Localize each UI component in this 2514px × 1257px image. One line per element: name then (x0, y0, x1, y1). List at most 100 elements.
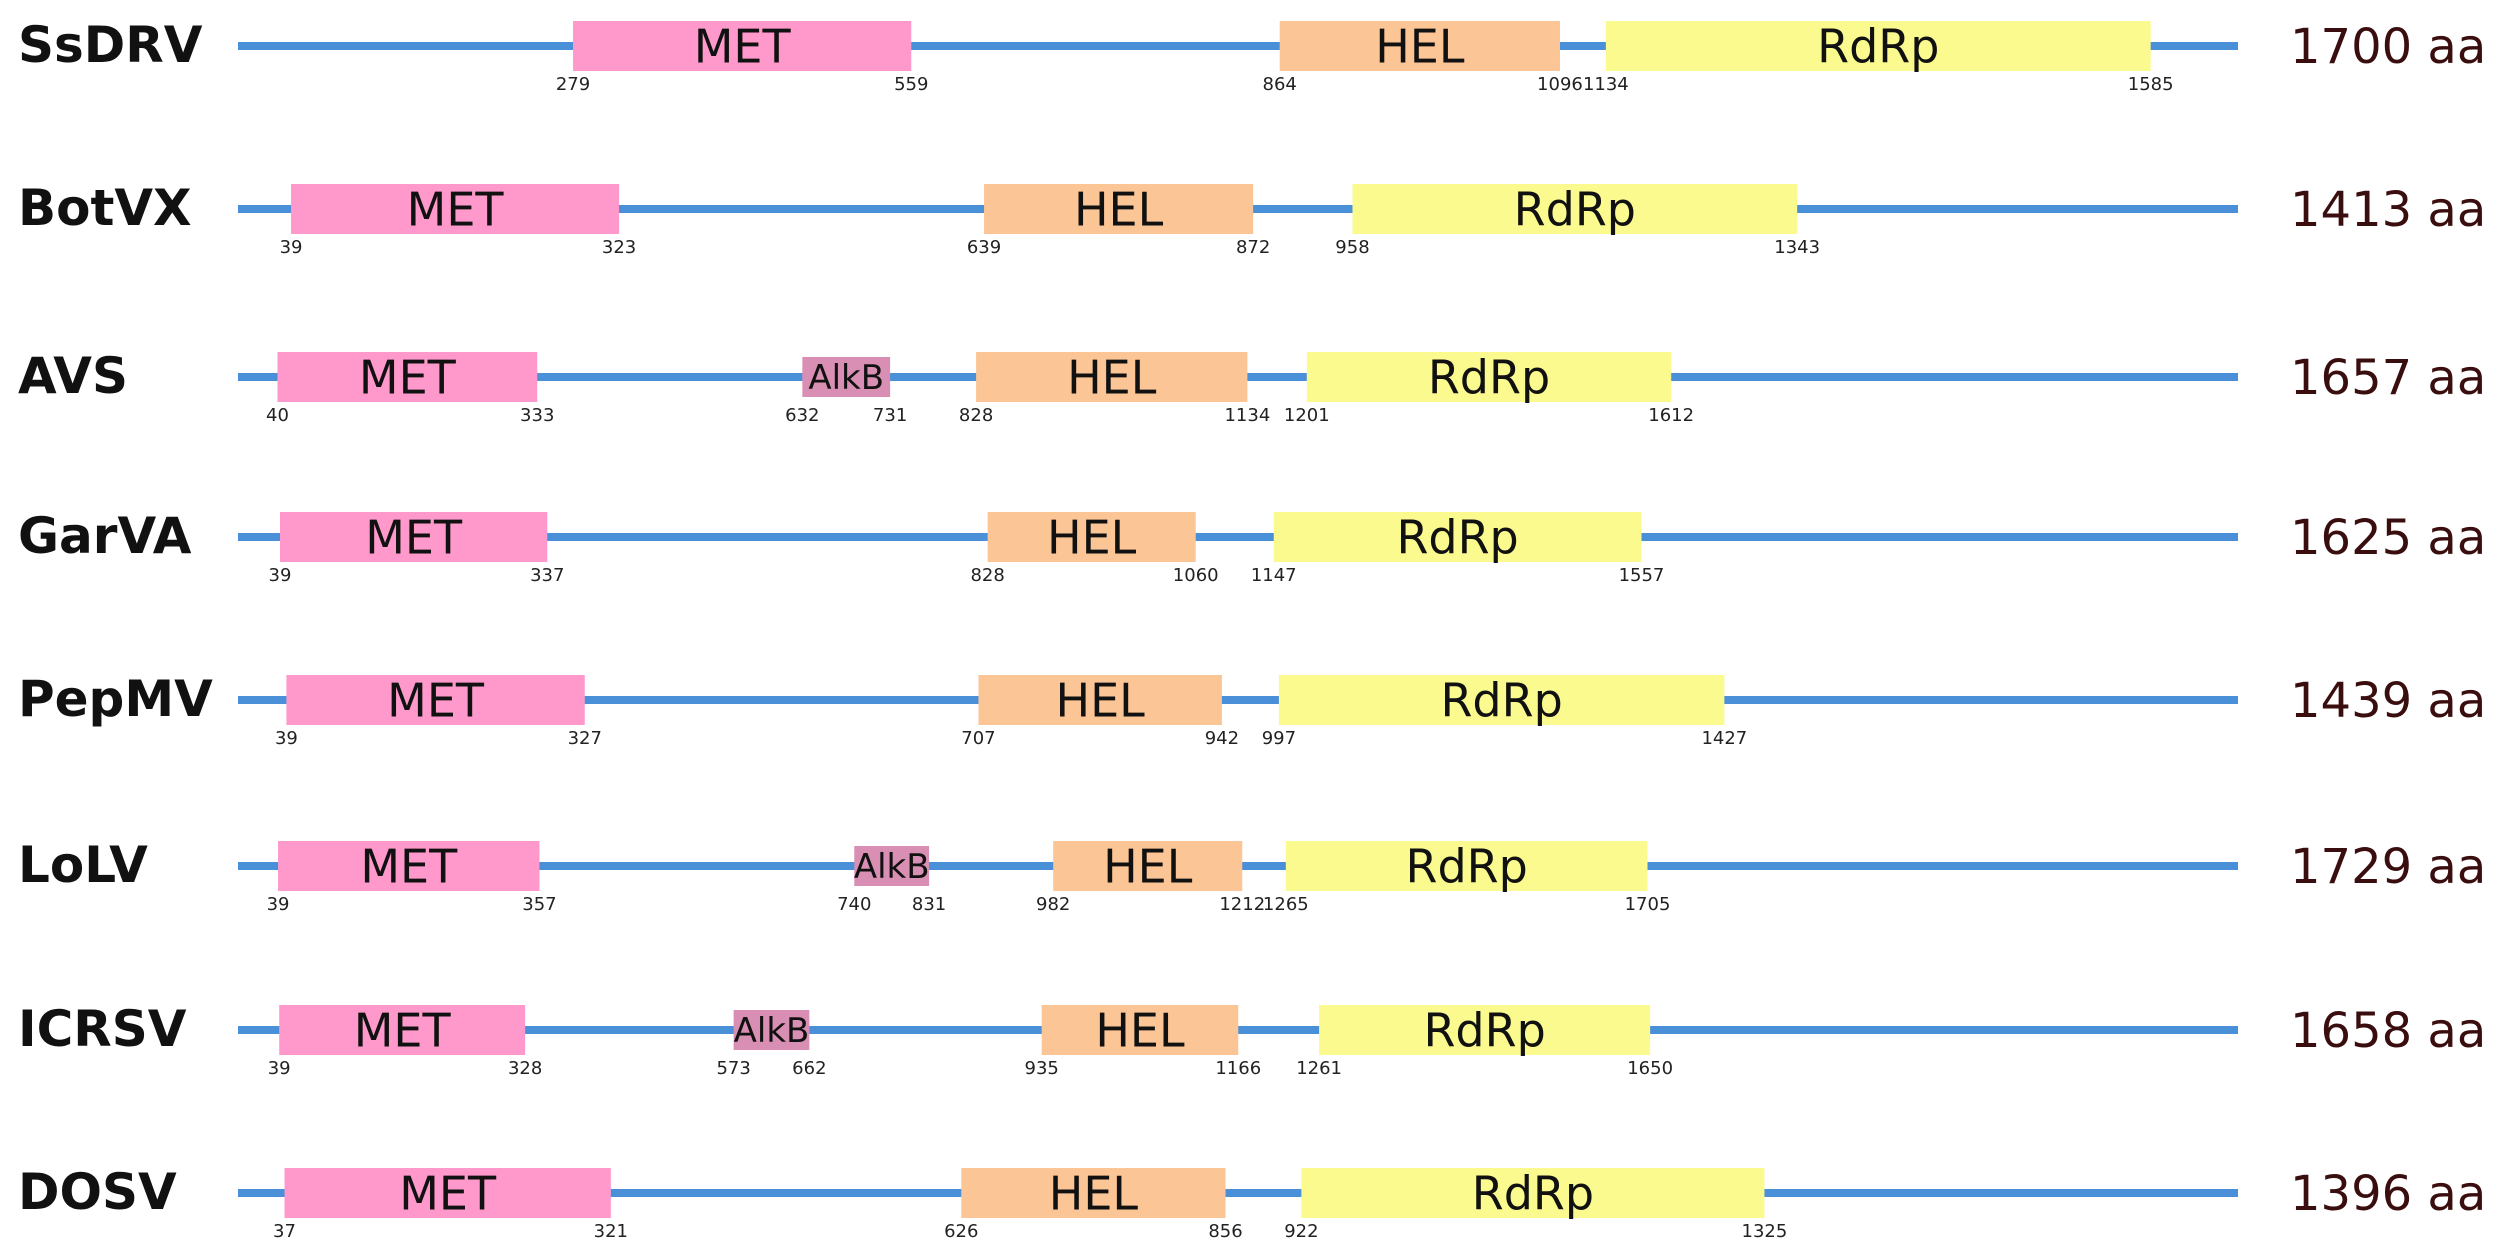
domain-label-rdrp: RdRp (1514, 183, 1636, 237)
domain-label-met: MET (387, 674, 485, 728)
domain-start-position: 828 (959, 405, 993, 426)
domain-box-met (291, 184, 620, 234)
domain-box-hel (1041, 1005, 1239, 1055)
domain-start-position: 1134 (1583, 74, 1629, 95)
domain-start-position: 828 (970, 565, 1004, 586)
domain-start-position: 740 (837, 894, 871, 915)
domain-box-rdrp (1285, 841, 1648, 891)
protein-name: ICRSV (18, 1000, 187, 1058)
domain-box-rdrp (1301, 1168, 1765, 1218)
domain-end-position: 1166 (1215, 1058, 1261, 1079)
domain-start-position: 39 (268, 1058, 291, 1079)
domain-box-rdrp (1278, 675, 1725, 725)
domain-label-met: MET (407, 183, 505, 237)
domain-box-hel (1053, 841, 1243, 891)
protein-name: BotVX (18, 179, 192, 237)
domain-start-position: 639 (967, 237, 1001, 258)
domain-label-met: MET (354, 1004, 452, 1058)
domain-end-position: 327 (568, 728, 602, 749)
domain-start-position: 39 (269, 565, 292, 586)
protein-length-label: 1658 aa (2290, 1003, 2486, 1059)
domain-end-position: 1212 (1219, 894, 1265, 915)
protein-name: SsDRV (18, 16, 203, 74)
domain-label-met: MET (399, 1167, 497, 1221)
domain-start-position: 1201 (1284, 405, 1330, 426)
domain-end-position: 559 (894, 74, 928, 95)
protein-length-label: 1625 aa (2290, 510, 2486, 566)
domain-label-rdrp: RdRp (1440, 674, 1562, 728)
domain-label-met: MET (359, 351, 457, 405)
domain-start-position: 573 (716, 1058, 750, 1079)
domain-label-hel: HEL (1067, 351, 1157, 405)
protein-name: GarVA (18, 507, 192, 565)
domain-label-hel: HEL (1103, 840, 1193, 894)
domain-end-position: 1650 (1627, 1058, 1673, 1079)
domain-box-rdrp (1306, 352, 1672, 402)
domain-box-hel (1279, 21, 1560, 71)
domain-start-position: 40 (266, 405, 289, 426)
protein-length-label: 1439 aa (2290, 673, 2486, 729)
domain-box-hel (961, 1168, 1226, 1218)
domain-start-position: 935 (1025, 1058, 1059, 1079)
domain-box-hel (984, 184, 1254, 234)
domain-label-rdrp: RdRp (1817, 20, 1939, 74)
domain-end-position: 1325 (1742, 1221, 1788, 1242)
domain-box-rdrp (1605, 21, 2151, 71)
domain-end-position: 333 (520, 405, 554, 426)
domain-label-hel: HEL (1095, 1004, 1185, 1058)
domain-label-hel: HEL (1056, 674, 1146, 728)
domain-start-position: 39 (275, 728, 298, 749)
domain-box-hel (987, 512, 1196, 562)
domain-box-met (573, 21, 912, 71)
domain-end-position: 357 (522, 894, 556, 915)
domain-start-position: 626 (944, 1221, 978, 1242)
domain-label-met: MET (365, 511, 463, 565)
domain-start-position: 707 (961, 728, 995, 749)
domain-label-alkb: AlkB (808, 358, 884, 398)
protein-name: LoLV (18, 836, 148, 894)
domain-label-rdrp: RdRp (1406, 840, 1528, 894)
domain-end-position: 831 (912, 894, 946, 915)
protein-length-label: 1657 aa (2290, 350, 2486, 406)
protein-name: PepMV (18, 670, 213, 728)
domain-label-hel: HEL (1047, 511, 1137, 565)
domain-start-position: 39 (280, 237, 303, 258)
domain-label-hel: HEL (1074, 183, 1164, 237)
domain-label-alkb: AlkB (854, 847, 930, 887)
domain-start-position: 922 (1284, 1221, 1318, 1242)
domain-start-position: 632 (785, 405, 819, 426)
domain-end-position: 1612 (1648, 405, 1694, 426)
domain-start-position: 982 (1036, 894, 1070, 915)
domain-start-position: 37 (273, 1221, 296, 1242)
domain-end-position: 1343 (1774, 237, 1820, 258)
domain-box-alkb (802, 357, 891, 397)
domain-end-position: 731 (873, 405, 907, 426)
domain-label-met: MET (694, 20, 792, 74)
domain-box-met (284, 1168, 611, 1218)
domain-box-met (277, 352, 538, 402)
domain-end-position: 1585 (2128, 74, 2174, 95)
domain-start-position: 864 (1263, 74, 1297, 95)
domain-end-position: 328 (508, 1058, 542, 1079)
domain-box-met (286, 675, 585, 725)
protein-length-label: 1396 aa (2290, 1166, 2486, 1222)
domain-label-rdrp: RdRp (1396, 511, 1518, 565)
domain-end-position: 337 (530, 565, 564, 586)
domain-box-rdrp (1273, 512, 1642, 562)
protein-length-label: 1729 aa (2290, 839, 2486, 895)
protein-length-label: 1413 aa (2290, 182, 2486, 238)
domain-end-position: 1096 (1537, 74, 1583, 95)
domain-box-met (279, 1005, 526, 1055)
domain-start-position: 997 (1262, 728, 1296, 749)
domain-end-position: 1134 (1224, 405, 1270, 426)
domain-label-met: MET (360, 840, 458, 894)
domain-start-position: 958 (1335, 237, 1369, 258)
domain-start-position: 1265 (1263, 894, 1309, 915)
domain-start-position: 1261 (1296, 1058, 1342, 1079)
domain-label-rdrp: RdRp (1428, 351, 1550, 405)
domain-end-position: 321 (594, 1221, 628, 1242)
domain-end-position: 942 (1205, 728, 1239, 749)
domain-start-position: 1147 (1251, 565, 1297, 586)
domain-start-position: 39 (267, 894, 290, 915)
